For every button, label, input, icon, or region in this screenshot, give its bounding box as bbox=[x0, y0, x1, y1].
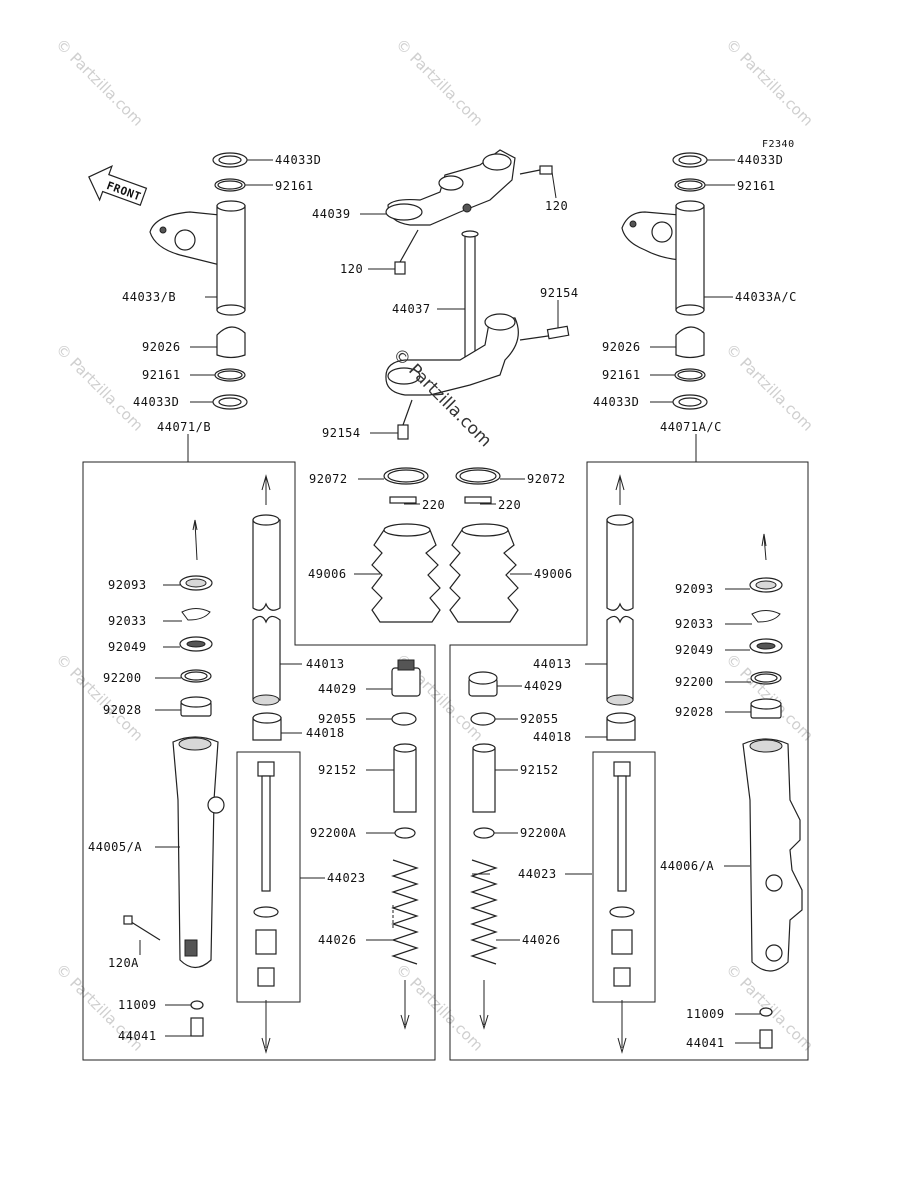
part-label: 92152 bbox=[318, 763, 357, 777]
part-label: 44033D bbox=[133, 395, 179, 409]
part-label: 92026 bbox=[602, 340, 641, 354]
left-damper-frame bbox=[236, 751, 301, 1003]
part-label: 92200 bbox=[675, 675, 714, 689]
watermark: © Partzilla.com bbox=[392, 35, 487, 130]
part-label: 44018 bbox=[306, 726, 345, 740]
watermark: © Partzilla.com bbox=[392, 960, 487, 1055]
part-label: 44037 bbox=[392, 302, 431, 316]
watermark: © Partzilla.com bbox=[722, 35, 817, 130]
part-label: 92055 bbox=[318, 712, 357, 726]
part-label: 44071A/C bbox=[660, 420, 722, 434]
part-label: 44013 bbox=[533, 657, 572, 671]
part-label: 44033D bbox=[275, 153, 321, 167]
part-label: 92033 bbox=[675, 617, 714, 631]
watermark: © Partzilla.com bbox=[52, 35, 147, 130]
part-label: 92152 bbox=[520, 763, 559, 777]
part-label: 44023 bbox=[327, 871, 366, 885]
part-label: 44006/A bbox=[660, 859, 714, 873]
part-label: 44029 bbox=[318, 682, 357, 696]
part-label: 92049 bbox=[675, 643, 714, 657]
part-label: 44026 bbox=[522, 933, 561, 947]
watermark: © Partzilla.com bbox=[52, 650, 147, 745]
part-label: 92028 bbox=[103, 703, 142, 717]
right-fork-upper-parts: 44033D 92161 44033A/C 92026 92161 44033D… bbox=[593, 152, 797, 462]
part-label: 220 bbox=[498, 498, 521, 512]
part-label: 92093 bbox=[675, 582, 714, 596]
part-label: 92093 bbox=[108, 578, 147, 592]
part-label: 44029 bbox=[524, 679, 563, 693]
part-label: 44026 bbox=[318, 933, 357, 947]
steering-head-parts: 44039 120 120 44037 92154 92154 92072 92… bbox=[308, 149, 592, 1030]
part-label: 92072 bbox=[309, 472, 348, 486]
part-label: 44041 bbox=[686, 1036, 725, 1050]
part-label: 92161 bbox=[602, 368, 641, 382]
part-label: 220 bbox=[422, 498, 445, 512]
part-label: 44039 bbox=[312, 207, 351, 221]
part-label: 92026 bbox=[142, 340, 181, 354]
part-label: 92154 bbox=[540, 286, 579, 300]
watermark: © Partzilla.com bbox=[52, 340, 147, 435]
part-label: 92161 bbox=[275, 179, 314, 193]
part-label: 92033 bbox=[108, 614, 147, 628]
figure-code: F2340 bbox=[762, 139, 795, 150]
part-label: 92161 bbox=[142, 368, 181, 382]
part-label: 120 bbox=[340, 262, 363, 276]
part-label: 49006 bbox=[308, 567, 347, 581]
part-label: 92200A bbox=[310, 826, 357, 840]
right-fork-lower-parts: 44013 44018 44023 92093 92033 92049 9220… bbox=[518, 474, 803, 1054]
left-fork-upper-parts: 44033D 92161 44033/B 92026 92161 44033D … bbox=[122, 152, 321, 462]
watermark: © Partzilla.com bbox=[722, 650, 817, 745]
part-label: 44013 bbox=[306, 657, 345, 671]
left-fork-lower-parts: 92093 92033 92049 92200 92028 44005/A 12… bbox=[88, 474, 366, 1054]
part-label: 92055 bbox=[520, 712, 559, 726]
part-label: 44023 bbox=[518, 867, 557, 881]
part-label: 120 bbox=[545, 199, 568, 213]
part-label: 44033D bbox=[737, 153, 783, 167]
part-label: 92161 bbox=[737, 179, 776, 193]
part-label: 44041 bbox=[118, 1029, 157, 1043]
part-label: 49006 bbox=[534, 567, 573, 581]
part-label: 11009 bbox=[118, 998, 157, 1012]
part-label: 92200 bbox=[103, 671, 142, 685]
part-label: 44018 bbox=[533, 730, 572, 744]
part-label: 92154 bbox=[322, 426, 361, 440]
part-label: 120A bbox=[108, 956, 139, 970]
part-label: 92028 bbox=[675, 705, 714, 719]
part-label: 44033/B bbox=[122, 290, 176, 304]
left-fork-assembly-frame bbox=[82, 461, 436, 1061]
part-label: 44033A/C bbox=[735, 290, 797, 304]
part-label: 44033D bbox=[593, 395, 639, 409]
right-damper-frame bbox=[592, 751, 656, 1003]
part-label: 11009 bbox=[686, 1007, 725, 1021]
part-label: 92072 bbox=[527, 472, 566, 486]
part-label: 44005/A bbox=[88, 840, 142, 854]
front-arrow-icon: FRONT bbox=[88, 165, 148, 206]
watermark: © Partzilla.com bbox=[722, 340, 817, 435]
part-label: 44071/B bbox=[157, 420, 211, 434]
part-label: 92049 bbox=[108, 640, 147, 654]
part-label: 92200A bbox=[520, 826, 567, 840]
right-fork-assembly-frame bbox=[449, 461, 809, 1061]
